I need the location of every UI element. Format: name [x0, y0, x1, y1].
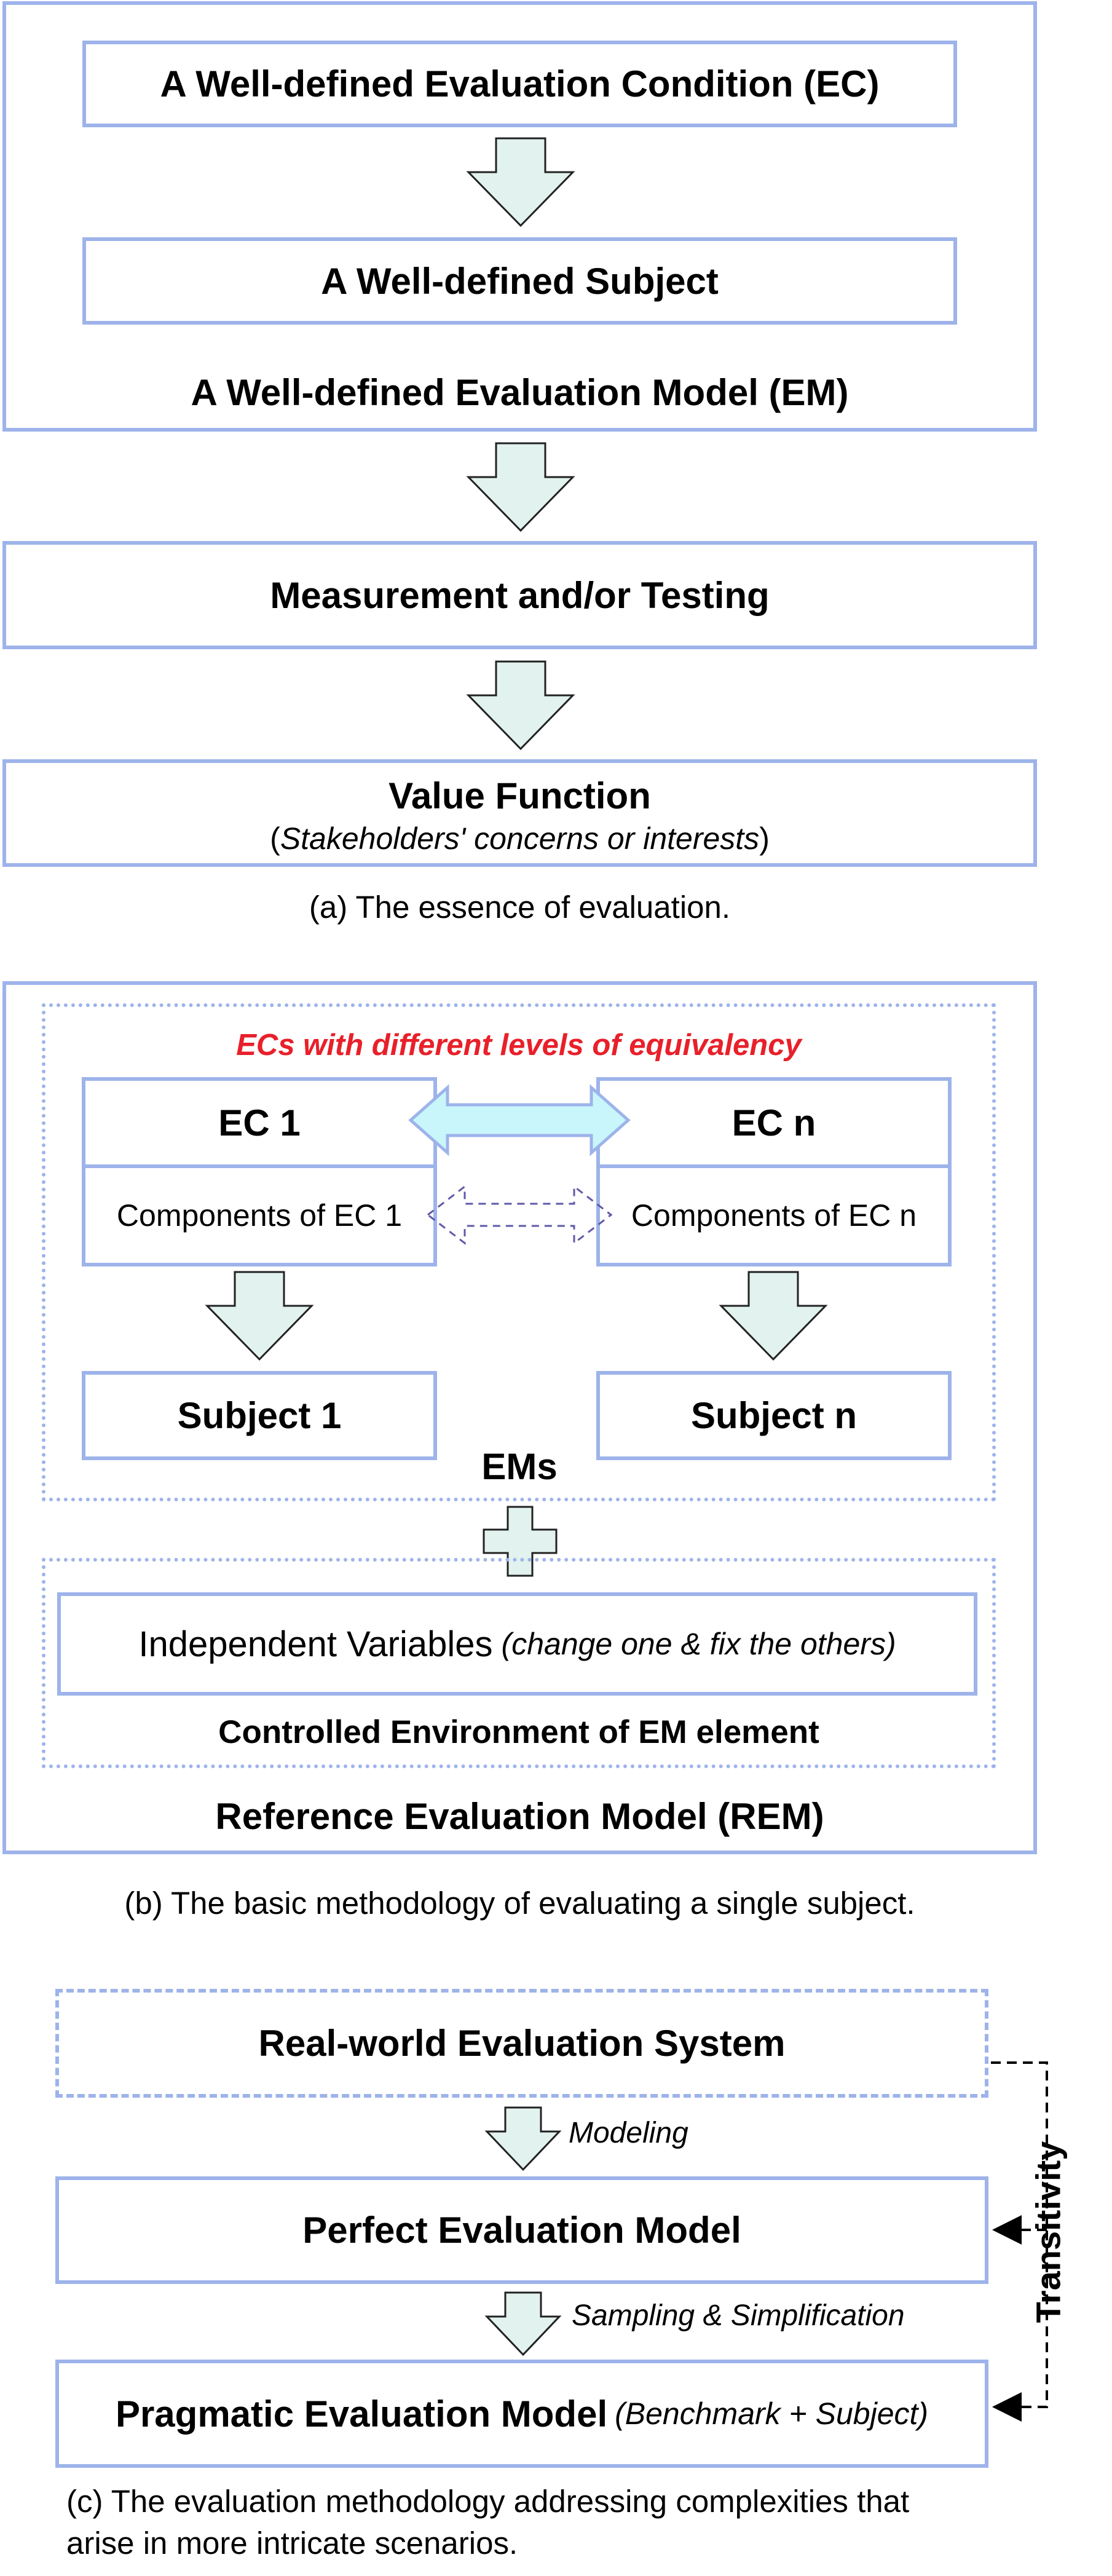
down-arrow-icon — [719, 1271, 828, 1361]
perfect-model-box: Perfect Evaluation Model — [55, 2176, 988, 2284]
pragmatic-model-label: Pragmatic Evaluation Model — [115, 2393, 608, 2435]
caption-b: (b) The basic methodology of evaluating … — [124, 1885, 915, 1921]
real-world-box: Real-world Evaluation System — [55, 1989, 988, 2098]
transitivity-label: Transitivity — [1028, 2141, 1068, 2323]
rem-label: Reference Evaluation Model (REM) — [215, 1795, 824, 1837]
ems-label: EMs — [481, 1445, 558, 1487]
ec1-components: Components of EC 1 — [116, 1198, 403, 1233]
caption-a: (a) The essence of evaluation. — [309, 889, 731, 925]
independent-variables-note: (change one & fix the others) — [501, 1627, 896, 1661]
transitivity-connector — [991, 2061, 1048, 2422]
ec1-box: EC 1 Components of EC 1 — [82, 1077, 437, 1266]
dashed-double-arrow-icon — [426, 1184, 613, 1246]
independent-variables-box: Independent Variables (change one & fix … — [57, 1592, 977, 1696]
sampling-label: Sampling & Simplification — [572, 2299, 905, 2332]
subject1-box: Subject 1 — [82, 1371, 437, 1460]
equivalency-label: ECs with different levels of equivalency — [236, 1029, 802, 1062]
independent-variables-label: Independent Variables — [138, 1624, 493, 1664]
down-arrow-icon — [205, 1271, 314, 1361]
down-arrow-icon — [466, 660, 575, 751]
plus-icon — [483, 1506, 558, 1577]
controlled-environment-region — [42, 1558, 996, 1768]
pragmatic-model-box: Pragmatic Evaluation Model (Benchmark + … — [55, 2360, 988, 2468]
caption-c: (c) The evaluation methodology addressin… — [66, 2481, 1025, 2573]
ecn-title: EC n — [600, 1081, 948, 1168]
ecs-region — [42, 1003, 996, 1501]
caption-c-line2: arise in more intricate scenarios. — [66, 2526, 518, 2561]
modeling-label: Modeling — [569, 2117, 688, 2149]
caption-c-line1: (c) The evaluation methodology addressin… — [66, 2484, 910, 2519]
evaluation-condition-box: A Well-defined Evaluation Condition (EC) — [82, 41, 957, 127]
pragmatic-model-note: (Benchmark + Subject) — [615, 2396, 929, 2431]
evaluation-model-label: A Well-defined Evaluation Model (EM) — [191, 371, 849, 413]
down-arrow-icon — [484, 2291, 562, 2357]
subject-box: A Well-defined Subject — [82, 237, 957, 325]
down-arrow-icon — [484, 2106, 562, 2171]
ecn-box: EC n Components of EC n — [596, 1077, 952, 1266]
down-arrow-icon — [466, 442, 575, 532]
value-function-box: Value Function (Stakeholders' concerns o… — [2, 759, 1037, 867]
value-function-note: (Stakeholders' concerns or interests) — [270, 821, 770, 856]
value-function-title: Value Function — [388, 775, 651, 816]
subjectn-box: Subject n — [596, 1371, 952, 1460]
controlled-environment-label: Controlled Environment of EM element — [218, 1713, 819, 1750]
double-arrow-icon — [408, 1084, 631, 1156]
reference-evaluation-model-box — [2, 981, 1037, 1854]
measurement-box: Measurement and/or Testing — [2, 541, 1037, 649]
down-arrow-icon — [466, 137, 575, 227]
ec1-title: EC 1 — [85, 1081, 433, 1168]
ecn-components: Components of EC n — [631, 1198, 917, 1233]
